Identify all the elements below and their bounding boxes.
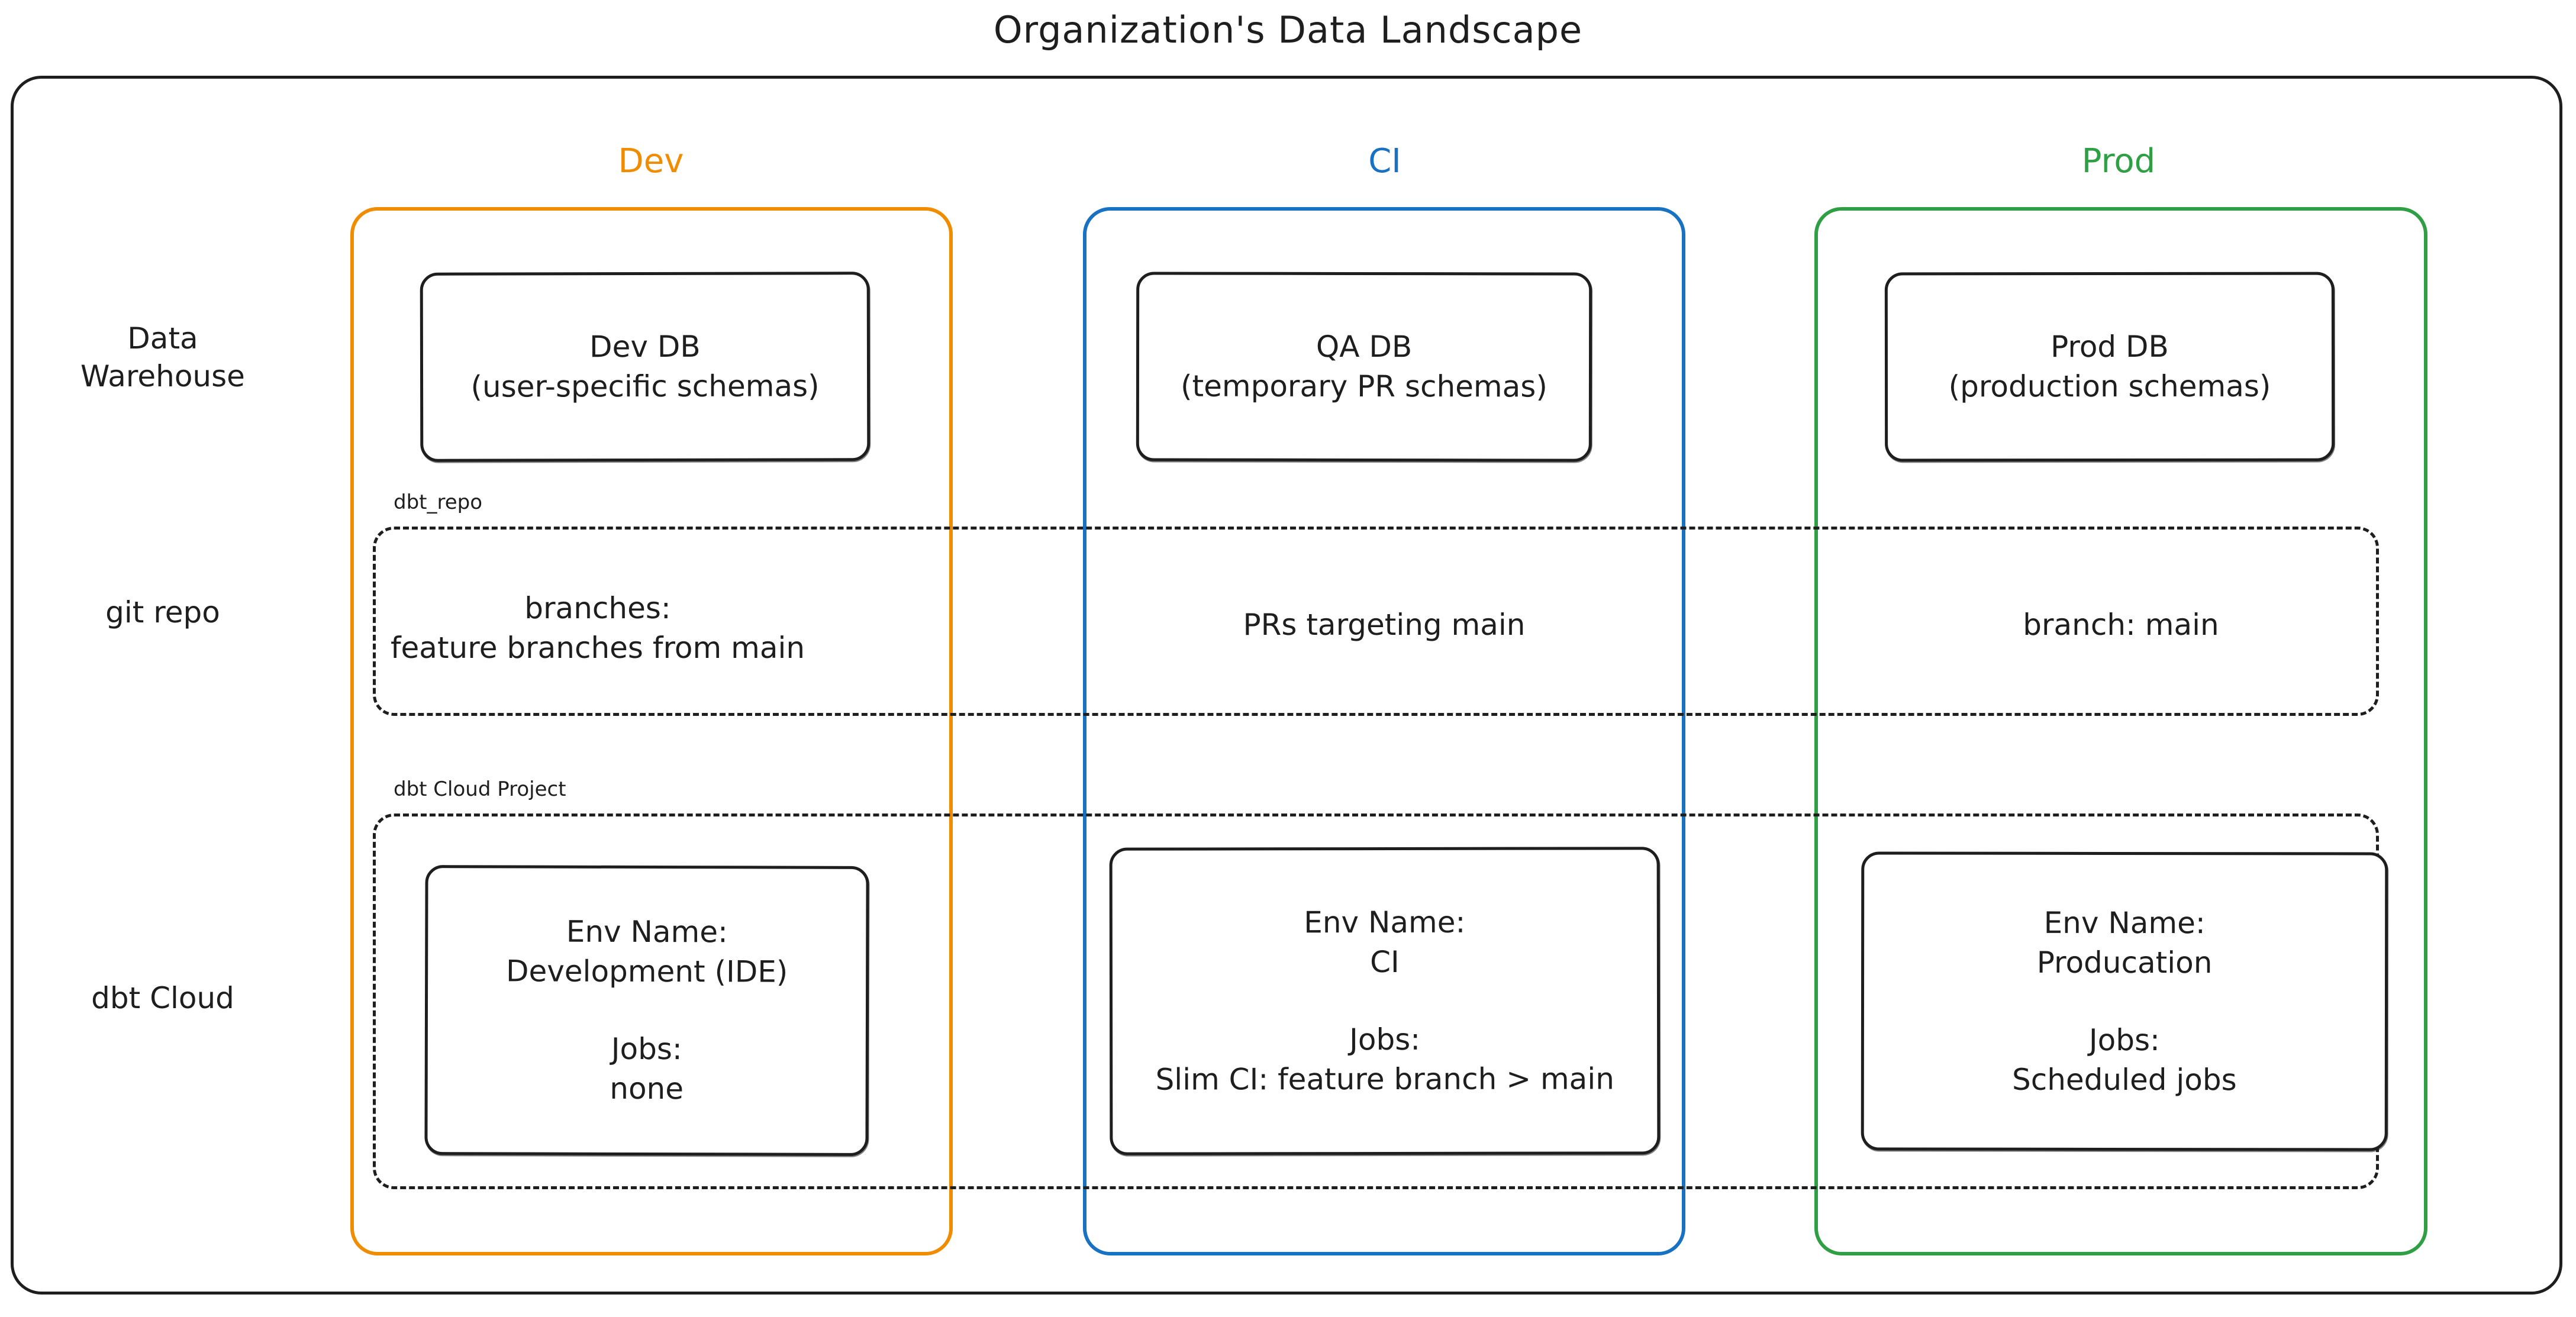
row-label-line-1: git repo — [105, 595, 220, 630]
cell-git-prod-line-1: branch: main — [2023, 608, 2219, 642]
row-label-git-repo: git repo — [24, 593, 302, 631]
node-prod-db: Prod DB (production schemas) — [1884, 272, 2335, 462]
node-prod-db-subtitle: (production schemas) — [1948, 369, 2271, 404]
node-env-dev-env-value: Development (IDE) — [505, 954, 788, 989]
cell-git-dev: branches: feature branches from main — [373, 589, 823, 668]
node-env-ci: Env Name: CI Jobs: Slim CI: feature bran… — [1109, 847, 1661, 1155]
node-dev-db-title: Dev DB — [589, 329, 701, 364]
node-env-ci-jobs-label: Jobs: — [1349, 1022, 1421, 1057]
cell-git-ci-line-1: PRs targeting main — [1243, 608, 1526, 642]
group-git-repo-label: dbt_repo — [389, 490, 488, 514]
cell-git-dev-line-2: feature branches from main — [390, 631, 805, 665]
node-env-prod-jobs-value: Scheduled jobs — [2011, 1062, 2237, 1097]
group-git-repo: dbt_repo — [373, 490, 2379, 716]
node-env-dev-jobs-value: none — [610, 1071, 684, 1106]
column-container-dev — [350, 207, 953, 1255]
node-env-prod-jobs-label: Jobs: — [2088, 1022, 2160, 1057]
node-env-ci-jobs-value: Slim CI: feature branch > main — [1155, 1061, 1614, 1097]
node-qa-db: QA DB (temporary PR schemas) — [1136, 272, 1592, 462]
row-label-line-1: Data — [127, 321, 198, 356]
node-env-dev-env-label: Env Name: — [566, 914, 728, 950]
row-label-line-2: Warehouse — [80, 359, 245, 393]
cell-git-prod: branch: main — [1814, 605, 2427, 645]
outer-frame — [11, 76, 2562, 1295]
row-label-data-warehouse: Data Warehouse — [24, 319, 302, 395]
node-env-ci-env-label: Env Name: — [1304, 905, 1466, 940]
node-qa-db-title: QA DB — [1316, 329, 1413, 364]
group-dbt-cloud-project-label: dbt Cloud Project — [389, 777, 571, 801]
page-title: Organization's Data Landscape — [993, 8, 1583, 51]
row-label-line-1: dbt Cloud — [91, 981, 234, 1015]
column-header-dev: Dev — [618, 142, 684, 180]
row-label-dbt-cloud: dbt Cloud — [24, 979, 302, 1017]
cell-git-dev-line-1: branches: — [524, 591, 671, 625]
column-header-prod: Prod — [2081, 142, 2156, 180]
column-container-ci — [1083, 207, 1685, 1255]
node-env-prod-env-value: Producation — [2036, 945, 2213, 980]
node-dev-db-subtitle: (user-specific schemas) — [470, 369, 820, 404]
node-env-prod: Env Name: Producation Jobs: Scheduled jo… — [1861, 851, 2388, 1151]
column-container-prod — [1814, 207, 2427, 1255]
node-env-dev-jobs-label: Jobs: — [611, 1031, 682, 1067]
node-qa-db-subtitle: (temporary PR schemas) — [1180, 369, 1547, 404]
column-header-ci: CI — [1368, 142, 1401, 180]
node-env-ci-env-value: CI — [1370, 944, 1400, 980]
node-env-dev: Env Name: Development (IDE) Jobs: none — [424, 865, 869, 1156]
cell-git-ci: PRs targeting main — [1083, 605, 1685, 645]
node-prod-db-title: Prod DB — [2051, 329, 2169, 364]
node-dev-db: Dev DB (user-specific schemas) — [420, 272, 871, 462]
node-env-prod-env-label: Env Name: — [2043, 905, 2206, 940]
